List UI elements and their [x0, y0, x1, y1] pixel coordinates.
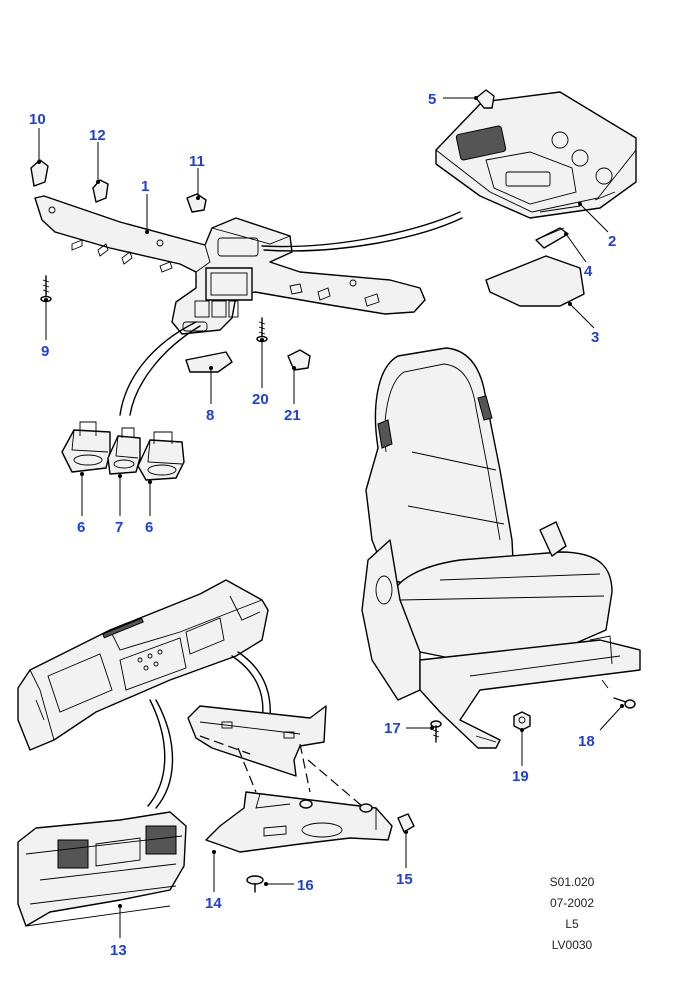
callout-18: 18: [578, 733, 595, 750]
drawing-reference: S01.020: [549, 875, 595, 889]
part-5-clip: [475, 89, 495, 109]
callout-1: 1: [141, 178, 149, 195]
part-6-switch-right: [137, 431, 185, 481]
callout-6b: 6: [145, 519, 153, 536]
part-8-cover: [185, 351, 233, 373]
callout-4: 4: [584, 263, 593, 280]
callout-7: 7: [115, 519, 123, 536]
callout-13: 13: [110, 942, 127, 959]
callout-15: 15: [396, 871, 413, 888]
part-17-bolt: [430, 720, 442, 743]
fixing-screws: [299, 799, 373, 813]
part-1-trim-rail: [34, 195, 463, 416]
part-11-clip: [186, 193, 207, 213]
part-20-screw: [256, 317, 268, 343]
part-14-undertray: [205, 791, 393, 853]
drawing-code: LV0030: [551, 938, 593, 952]
callout-14: 14: [205, 895, 222, 912]
part-18-bolt: [613, 697, 636, 709]
callout-6a: 6: [77, 519, 85, 536]
part-15-clip: [397, 813, 415, 833]
callout-19: 19: [512, 768, 529, 785]
part-6-switch-left: [61, 421, 111, 473]
part-16-clip: [246, 875, 264, 893]
callout-2: 2: [608, 233, 616, 250]
callout-9: 9: [41, 343, 49, 360]
seat-assembly: [361, 347, 641, 749]
part-2-roof-console: [435, 91, 637, 219]
part-12-clip: [92, 179, 109, 203]
callout-12: 12: [89, 127, 106, 144]
part-21-cover: [287, 349, 311, 371]
callout-5: 5: [428, 91, 436, 108]
part-13-vent-housing: [17, 811, 187, 927]
callout-21: 21: [284, 407, 301, 424]
drawing-info-block: S01.020 07-2002 L5 LV0030: [532, 872, 612, 956]
callouts: 1 2 3 4 5 6 7 6 8 9 10 11 12 13 14 15 16…: [29, 91, 616, 959]
dashboard-fascia: [17, 579, 269, 751]
part-7-switch-center: [107, 427, 141, 475]
drawing-date: 07-2002: [549, 896, 595, 910]
callout-3: 3: [591, 329, 599, 346]
callout-11: 11: [189, 153, 205, 170]
callout-10: 10: [29, 111, 46, 128]
part-4-bulb: [535, 227, 569, 249]
part-19-nut: [513, 711, 531, 731]
drawing-model: L5: [565, 917, 579, 931]
callout-20: 20: [252, 391, 269, 408]
leader-lines: [37, 96, 624, 938]
callout-16: 16: [297, 877, 314, 894]
callout-8: 8: [206, 407, 214, 424]
upper-bracket: [187, 705, 327, 777]
callout-17: 17: [384, 720, 401, 737]
part-9-screw: [40, 275, 52, 303]
part-3-lens: [485, 255, 585, 307]
